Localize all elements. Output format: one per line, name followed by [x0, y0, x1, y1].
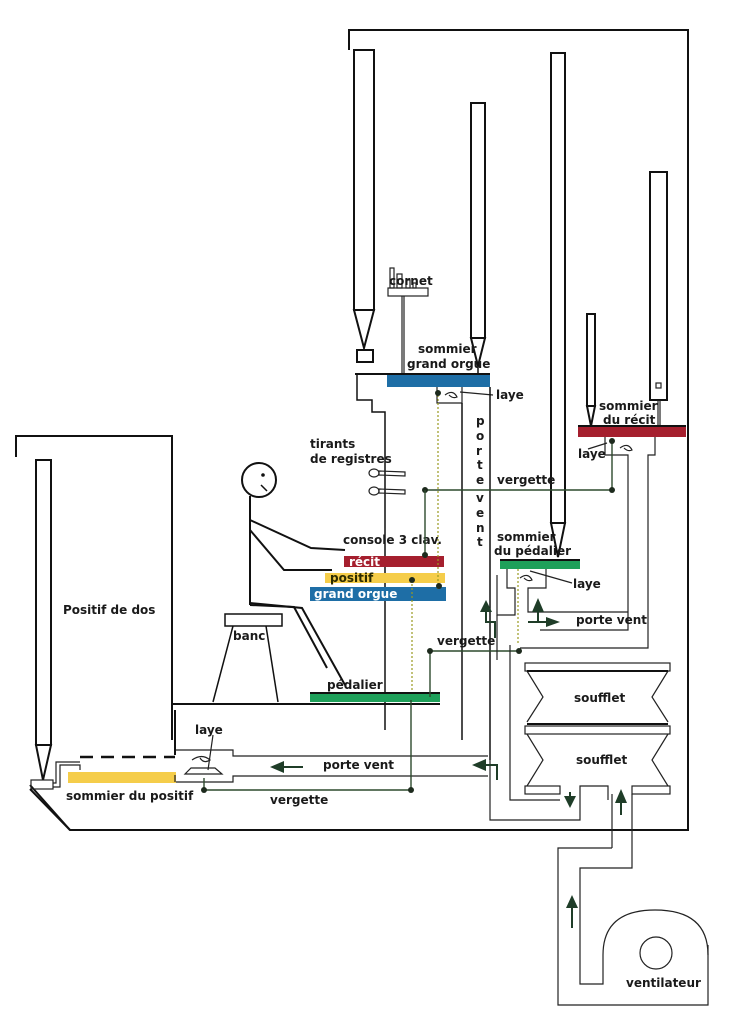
- label-banc: banc: [233, 629, 265, 643]
- label-kbd-recit: récit: [349, 555, 380, 569]
- svg-text:e: e: [476, 506, 484, 520]
- pedalboard[interactable]: [310, 694, 440, 702]
- keyboard-positif[interactable]: [325, 573, 445, 583]
- tirant-knob-1[interactable]: [368, 468, 406, 478]
- svg-text:t: t: [477, 535, 483, 549]
- person-icon: [241, 462, 346, 686]
- ventilateur-icon: [639, 936, 673, 970]
- pipe-pedalier: [550, 52, 566, 524]
- label-sommier-positif: sommier du positif: [66, 789, 194, 803]
- label-porte-vent-vertical: p o r t e v e n t: [476, 414, 485, 549]
- arrow-icon: [615, 789, 627, 815]
- label-ventilateur: ventilateur: [626, 976, 701, 990]
- label-positif-de-dos: Positif de dos: [63, 603, 155, 617]
- label-console: console 3 clav.: [343, 533, 442, 547]
- label-vergette-mid: vergette: [437, 634, 495, 648]
- soufflet-bottom: [524, 725, 671, 800]
- svg-text:e: e: [476, 473, 484, 487]
- positif-case-outline: [15, 435, 440, 705]
- arrow-icon: [566, 895, 578, 928]
- label-sommier-recit-1: sommier: [599, 399, 658, 413]
- pipe-positif: [34, 459, 53, 781]
- label-pedalier: pédalier: [327, 678, 383, 692]
- arrow-icon: [528, 598, 560, 627]
- label-laye-recit: laye: [578, 447, 606, 461]
- svg-text:r: r: [476, 444, 482, 458]
- label-sommier-recit-2: du récit: [603, 413, 656, 427]
- tirant-knob-2[interactable]: [368, 486, 406, 496]
- label-laye-go: laye: [496, 388, 524, 402]
- svg-text:t: t: [477, 458, 483, 472]
- label-sommier-go-2: grand orgue: [407, 357, 490, 371]
- arrow-icon: [480, 600, 496, 638]
- arrow-icon: [564, 792, 576, 808]
- soufflet-top: [524, 662, 671, 725]
- pipe-recit-small: [585, 313, 597, 427]
- label-vergette-upper: vergette: [497, 473, 555, 487]
- label-tirants-1: tirants: [310, 437, 355, 451]
- label-kbd-positif: positif: [330, 571, 374, 585]
- svg-text:o: o: [476, 429, 484, 443]
- pipe-grand-orgue-small: [469, 102, 487, 374]
- label-soufflet-bottom: soufflet: [576, 753, 627, 767]
- sommier-recit: [578, 427, 686, 437]
- bench: [212, 613, 283, 703]
- svg-text:p: p: [476, 414, 485, 428]
- label-laye-pedalier: laye: [573, 577, 601, 591]
- label-vergette-lower: vergette: [270, 793, 328, 807]
- label-cornet: cornet: [389, 274, 433, 288]
- label-sommier-pedalier-2: du pédalier: [494, 544, 571, 558]
- label-porte-vent-pedalier: porte vent: [576, 613, 647, 627]
- pipe-recit-large: [649, 171, 668, 426]
- keyboard-recit[interactable]: [344, 556, 444, 567]
- svg-text:v: v: [476, 491, 484, 505]
- label-porte-vent-positif: porte vent: [323, 758, 394, 772]
- label-laye-positif: laye: [195, 723, 223, 737]
- label-sommier-go-1: sommier: [418, 342, 477, 356]
- label-soufflet-top: soufflet: [574, 691, 625, 705]
- cornet-pipes: [387, 267, 429, 374]
- label-tirants-2: de registres: [310, 452, 392, 466]
- sommier-grand-orgue: [387, 375, 490, 387]
- label-sommier-pedalier-1: sommier: [497, 530, 556, 544]
- svg-text:n: n: [476, 521, 485, 535]
- arrow-icon: [472, 759, 498, 780]
- label-kbd-grand-orgue: grand orgue: [314, 587, 397, 601]
- sommier-pedalier: [500, 561, 580, 569]
- pipe-grand-orgue-large: [352, 49, 376, 363]
- sommier-positif: [68, 772, 176, 783]
- arrow-icon: [270, 761, 303, 773]
